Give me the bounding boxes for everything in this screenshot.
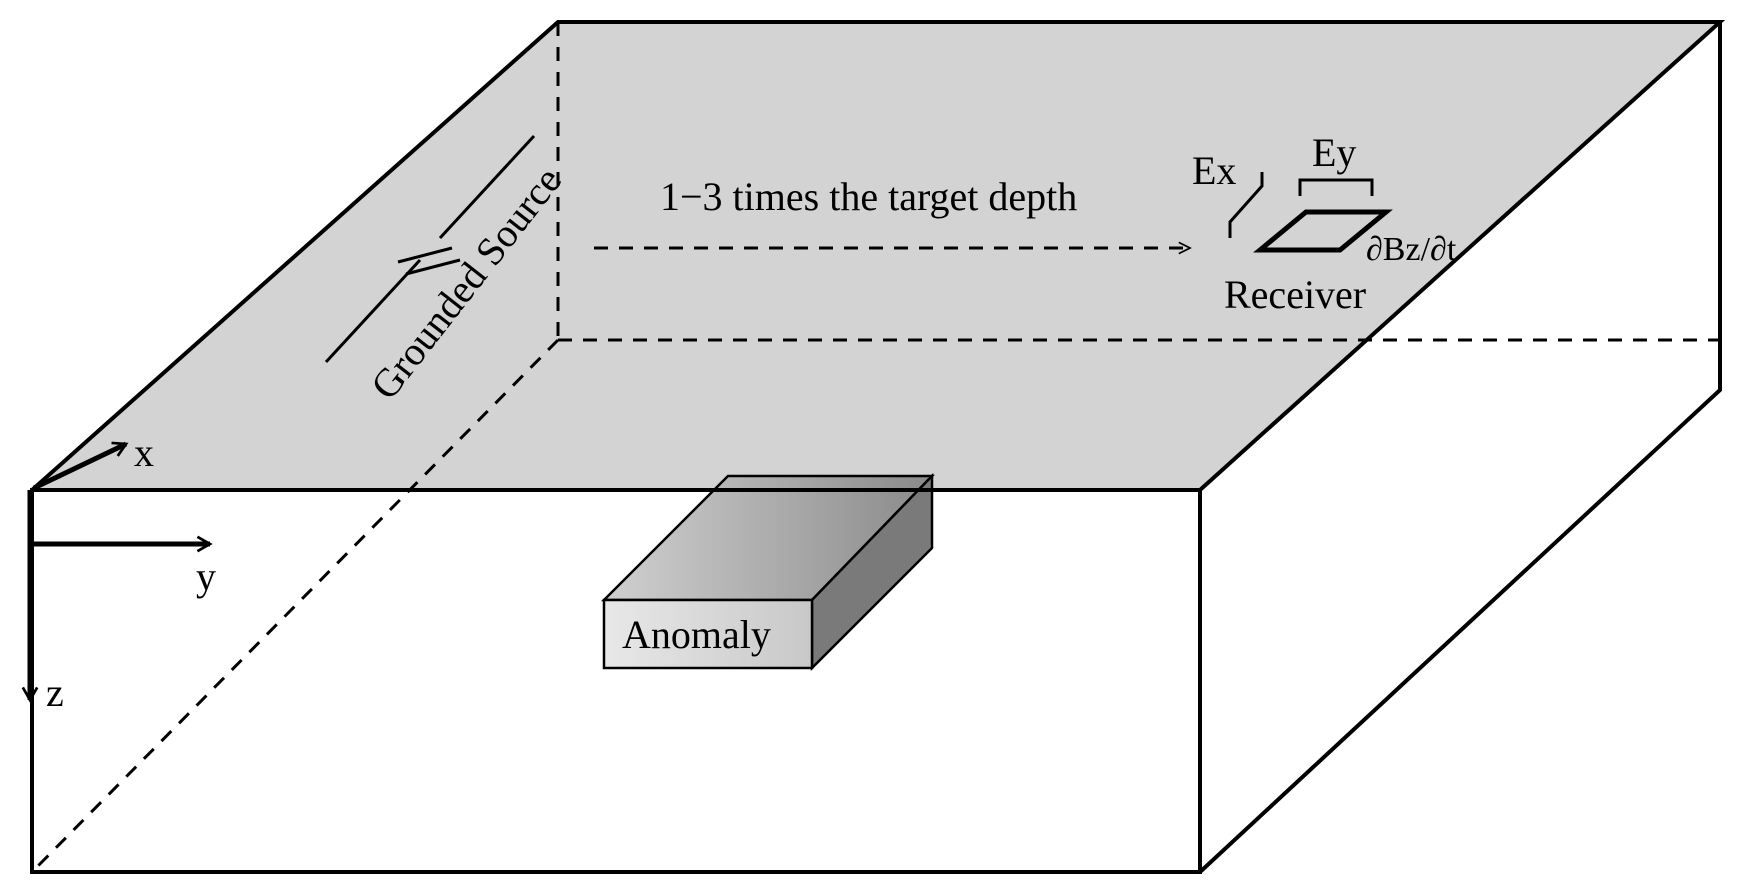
top-surface <box>32 22 1720 490</box>
axis-x-label: x <box>134 430 154 475</box>
dbz-dt-label: ∂Bz/∂t <box>1366 231 1457 268</box>
anomaly-front-face <box>602 598 814 670</box>
axis-z-label: z <box>46 670 64 715</box>
ex-label: Ex <box>1192 148 1236 193</box>
grounded-source <box>324 134 536 364</box>
ex-dipole-bracket <box>1228 172 1264 238</box>
hidden-edges <box>30 22 1720 874</box>
offset-distance-label: 1−3 times the target depth <box>660 174 1077 219</box>
ey-dipole-bracket <box>1298 178 1374 196</box>
battery-plate-long <box>397 246 453 264</box>
anomaly-block: Anomaly <box>600 472 935 672</box>
receiver <box>1228 172 1393 253</box>
receiver-label: Receiver <box>1224 272 1366 317</box>
axis-y-label: y <box>196 554 216 599</box>
ey-label: Ey <box>1312 130 1356 175</box>
anomaly-label: Anomaly <box>622 612 771 657</box>
dbz-loop <box>1253 209 1393 253</box>
x-axis-arrow <box>32 441 129 491</box>
battery-plate-short <box>405 258 461 276</box>
axes <box>21 441 213 703</box>
